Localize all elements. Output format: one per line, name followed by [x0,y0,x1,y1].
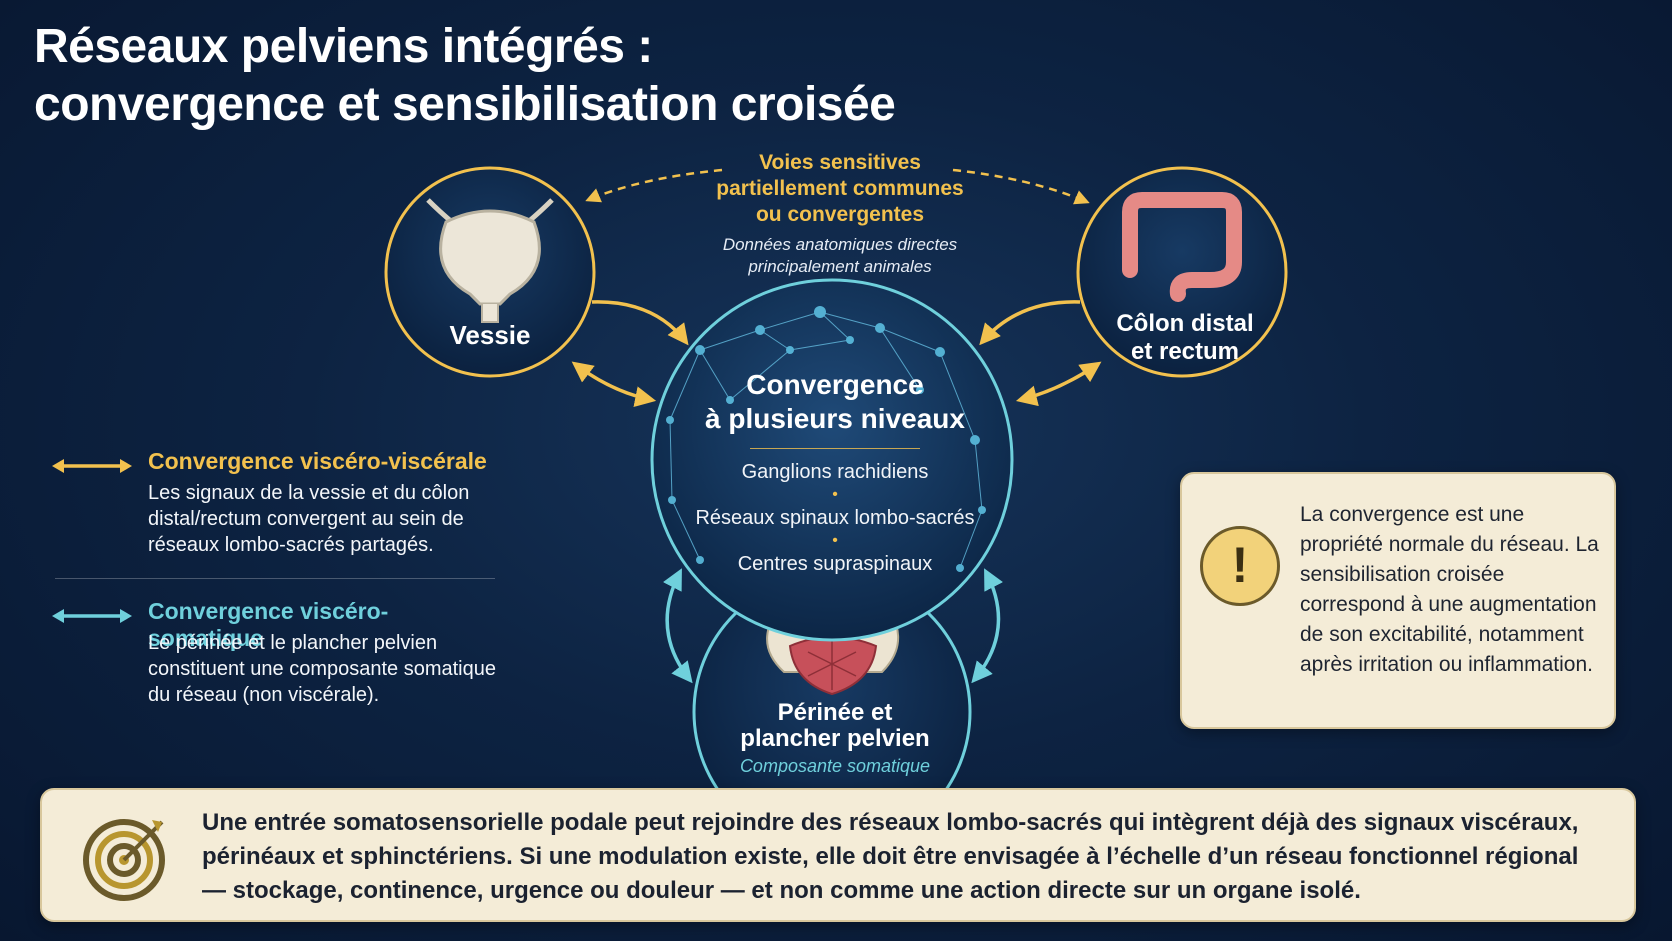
bladder-icon [426,198,554,323]
conclusion-text: Une entrée somatosensorielle podale peut… [202,809,1579,904]
level-dorsal-root-ganglia: Ganglions rachidiens [741,461,929,483]
convergence-title-line-1: Convergence [746,369,924,400]
vessie-center-bidirectional-arrow [571,361,657,407]
perinee-center-left-arrow [662,568,693,684]
shared-pathways-caption: Voies sensitives partiellement communes … [690,150,990,278]
perinee-title: Périnée et plancher pelvien [705,700,965,752]
perinee-subtitle: Composante somatique [739,756,931,776]
convergence-divider [750,448,920,449]
title-line-2: convergence et sensibilisation croisée [34,78,896,131]
exclamation-icon: ! [1200,526,1280,606]
level-separator: • [832,486,838,503]
neural-network-icon [666,306,986,572]
shared-pathways-line-3: ou convergentes [755,203,925,226]
legend-visceral-title: Convergence viscéro-viscérale [148,448,487,474]
level-supraspinal-centers: Centres supraspinaux [737,553,933,575]
perinee-center-right-arrow [971,568,1004,684]
perinee-title-line-1: Périnée et [777,699,893,726]
vessie-to-center-arrow [591,300,689,346]
shared-pathways-note-line-1: Données anatomiques directes [722,235,958,254]
conclusion-panel: Une entrée somatosensorielle podale peut… [40,788,1636,922]
colon-label: Côlon distal et rectum [1085,310,1285,366]
legend-divider [55,578,495,579]
title-line-1: Réseaux pelviens intégrés : [34,20,653,73]
vessie-label: Vessie [449,320,531,350]
teal-double-arrow-icon [52,609,132,623]
colon-to-center-arrow [979,300,1081,346]
shared-pathways-note-line-2: principalement animales [748,257,932,276]
colon-label-line-1: Côlon distal [1116,310,1254,337]
colon-icon [1122,192,1242,302]
target-icon [83,819,165,901]
convergence-text: Convergence à plusieurs niveaux Ganglion… [675,368,995,577]
legend-somatic-title: Convergence viscéro-somatique [148,598,389,651]
convergence-node [650,278,1014,642]
level-lumbosacral-networks: Réseaux spinaux lombo-sacrés [695,507,975,529]
shared-path-right-arrow [952,168,1090,205]
convergence-title: Convergence à plusieurs niveaux [675,368,995,436]
gold-double-arrow-icon [52,459,132,473]
convergence-title-line-2: à plusieurs niveaux [705,403,965,434]
note-panel: ! La convergence est une propriété norma… [1180,472,1616,729]
perinee-label: Périnée et plancher pelvien Composante s… [705,700,965,777]
legend-somatic-description: Le périnée et le plancher pelvien consti… [148,632,496,706]
page-title: Réseaux pelviens intégrés : convergence … [34,18,896,134]
colon-center-bidirectional-arrow [1015,361,1102,407]
perinee-title-line-2: plancher pelvien [740,725,930,752]
level-separator: • [832,532,838,549]
shared-pathways-note: Données anatomiques directes principalem… [690,234,990,278]
shared-pathways-line-1: Voies sensitives [759,151,921,174]
legend-visceral-description: Les signaux de la vessie et du côlon dis… [148,482,470,556]
note-text: La convergence est une propriété normale… [1300,503,1599,676]
shared-path-left-arrow [585,168,723,203]
colon-label-line-2: et rectum [1130,338,1240,365]
shared-pathways-line-2: partiellement communes [716,177,964,200]
shared-pathways-heading: Voies sensitives partiellement communes … [690,150,990,228]
